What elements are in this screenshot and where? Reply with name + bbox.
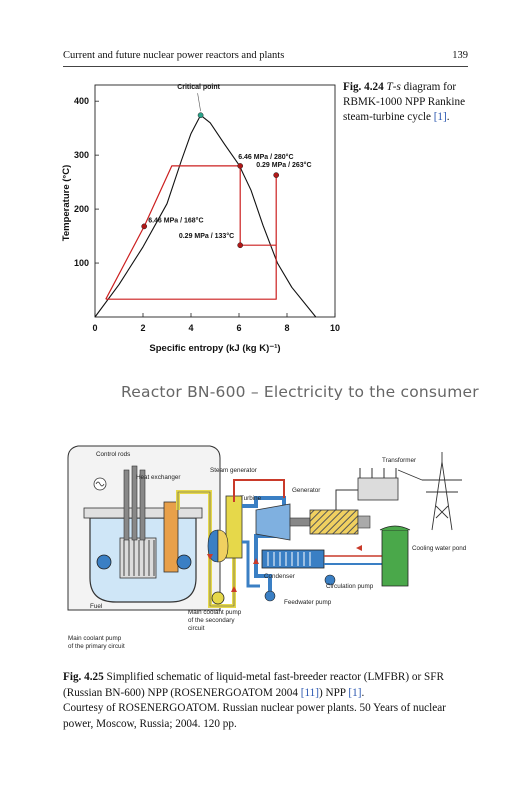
control-rods (123, 465, 146, 541)
running-title: Current and future nuclear power reactor… (63, 50, 285, 61)
turbine-body (255, 503, 291, 541)
flow-arrows (207, 545, 362, 592)
x-tick-label-2: 4 (188, 323, 193, 333)
fuel-rods (123, 540, 155, 576)
y-tick-label-2: 300 (74, 150, 89, 160)
label-generator: Generator (292, 487, 320, 494)
label-secondary-pump-2: of the secondary (188, 617, 235, 624)
turbine-shaft (289, 517, 311, 527)
label-turbine: Turbine (240, 495, 262, 502)
caption-number: Fig. 4.24 (343, 81, 384, 93)
hot-steam-pipe (233, 479, 285, 502)
caption-dash: - (392, 81, 397, 93)
label-primary-pump-1: Main coolant pump (68, 635, 122, 642)
y-tick-label-0: 100 (74, 258, 89, 268)
point-2 (273, 172, 280, 178)
courtesy-line: Courtesy of ROSENERGOATOM. Russian nucle… (63, 702, 446, 730)
label-transformer: Transformer (382, 457, 416, 464)
point-4 (197, 112, 204, 119)
generator (309, 509, 359, 535)
generator-to-transformer (335, 489, 358, 510)
bn600-schematic: Control rods Heat exchanger Steam genera… (67, 445, 467, 650)
label-control-rods: Control rods (96, 451, 130, 458)
power-line (397, 469, 423, 481)
label-heat-exchanger: Heat exchanger (136, 474, 180, 481)
caption-dot-4-25: . (361, 686, 365, 699)
label-condenser: Condenser (264, 573, 295, 580)
primary-pump-right (176, 554, 192, 570)
point-1 (237, 163, 244, 169)
primary-pump-left (96, 554, 112, 570)
y-tick-label-3: 400 (74, 96, 89, 106)
x-tick-label-4: 8 (284, 323, 289, 333)
page-number: 139 (452, 50, 468, 61)
caption-s: s (396, 81, 401, 93)
caption-number-4-25: Fig. 4.25 (63, 671, 104, 683)
series-line-0 (94, 114, 317, 318)
x-tick-label-1: 2 (140, 323, 145, 333)
x-tick-label-3: 6 (236, 323, 241, 333)
point-label-2: 0.29 MPa / 263°C (256, 161, 311, 169)
caption-body: diagram for RBMK-1000 NPP Rankine steam-… (343, 81, 466, 123)
caption-end: . (446, 111, 450, 123)
generator-exciter (357, 515, 371, 529)
caption-ref-11-link[interactable]: [11] (300, 686, 319, 699)
x-tick-label-5: 10 (330, 323, 340, 333)
point-label-3: 0.29 MPa / 133°C (179, 232, 234, 240)
label-secondary-pump-1: Main coolant pump (188, 609, 242, 616)
label-steam-generator: Steam generator (210, 467, 257, 474)
chart-marks: 0 2 4 6 8 10 100 200 300 400 6.46 MPa / 168°C 6.46 … (74, 84, 340, 333)
feedwater-pump (264, 590, 276, 602)
heat-exchanger (163, 501, 179, 573)
x-tick-label-0: 0 (92, 323, 97, 333)
point-label-1: 6.46 MPa / 280°C (238, 153, 293, 161)
plot-frame (94, 84, 336, 318)
point-0 (141, 223, 148, 230)
x-axis-label: Specific entropy (kJ (kg K)⁻¹) (149, 343, 280, 354)
circulation-pump (324, 574, 336, 586)
point-label-0: 6.46 MPa / 168°C (148, 216, 203, 224)
reactor-core (119, 537, 157, 579)
label-secondary-pump-3: circuit (188, 625, 205, 632)
schematic-title: Reactor BN-600 – Electricity to the cons… (121, 383, 479, 401)
condenser (261, 549, 325, 569)
cooling-water-pond (381, 529, 409, 587)
y-tick-label-1: 200 (74, 204, 89, 214)
caption-reference-link[interactable]: [1] (433, 111, 447, 123)
label-circulation-pump: Circulation pump (326, 583, 374, 590)
header-rule (63, 66, 468, 67)
point-label-4: Critical point (177, 84, 220, 91)
label-cooling-water-pond: Cooling water pond (412, 545, 467, 552)
caption-T: T (386, 81, 393, 93)
running-header: Current and future nuclear power reactor… (63, 50, 468, 66)
y-axis-label: Temperature (°C) (61, 165, 72, 241)
critical-point-pointer (197, 93, 201, 112)
point-3 (237, 242, 244, 249)
caption-body-4-25: Simplified schematic of liquid-metal fas… (63, 671, 444, 699)
caption-ref-1-link[interactable]: [1] (348, 686, 362, 699)
label-fuel: Fuel (90, 603, 102, 610)
transformer (357, 477, 399, 501)
steam-generator (225, 495, 243, 559)
transmission-tower-icon (422, 452, 462, 531)
ts-diagram-chart: 0 2 4 6 8 10 100 200 300 400 6.46 MPa / 168°C 6.46 … (61, 84, 340, 354)
secondary-pump (211, 591, 225, 605)
label-feedwater-pump: Feedwater pump (284, 599, 332, 606)
label-primary-pump-2: of the primary circuit (68, 643, 125, 650)
figure-4-24-caption: Fig. 4.24 T-s diagram for RBMK-1000 NPP … (343, 80, 493, 125)
caption-mid-4-25: ) NPP (318, 686, 349, 699)
figure-4-25-caption: Fig. 4.25 Simplified schematic of liquid… (63, 670, 471, 732)
